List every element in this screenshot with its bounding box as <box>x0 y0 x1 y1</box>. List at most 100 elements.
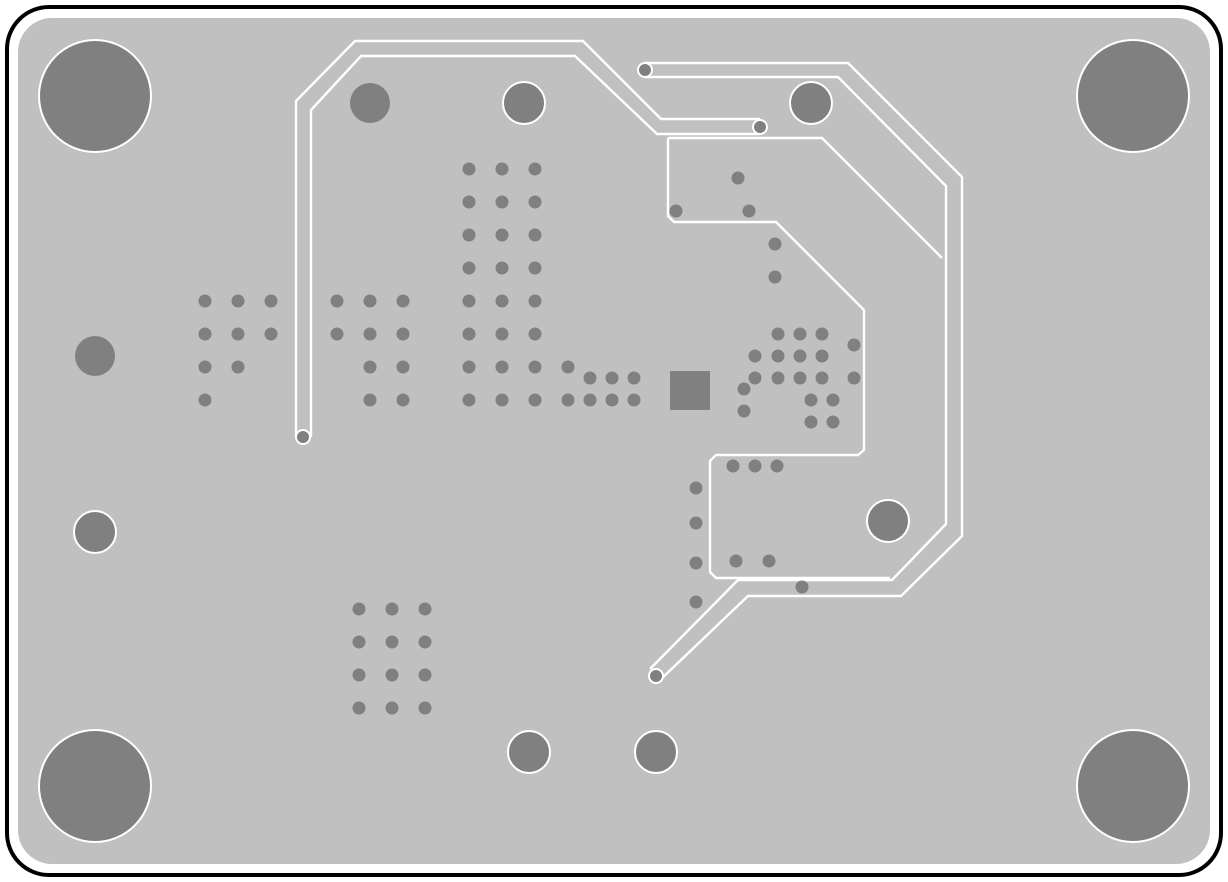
via <box>295 429 311 445</box>
small-via <box>528 360 542 374</box>
small-via <box>528 162 542 176</box>
small-via <box>748 371 762 385</box>
small-via <box>605 393 619 407</box>
small-via <box>352 668 366 682</box>
small-via <box>352 635 366 649</box>
large-via <box>507 730 551 774</box>
small-via <box>396 360 410 374</box>
small-via <box>689 516 703 530</box>
small-via <box>669 204 683 218</box>
small-via <box>462 228 476 242</box>
small-via <box>495 261 509 275</box>
small-via <box>462 195 476 209</box>
trace-top-outer <box>645 61 964 681</box>
small-via <box>231 360 245 374</box>
small-via <box>748 459 762 473</box>
mounting-hole <box>1076 39 1190 153</box>
small-via <box>396 294 410 308</box>
small-via <box>768 237 782 251</box>
large-vias <box>73 81 910 774</box>
small-via <box>731 171 745 185</box>
small-via <box>495 327 509 341</box>
small-via <box>352 701 366 715</box>
trace-left-outer <box>294 39 760 437</box>
small-via <box>793 327 807 341</box>
small-via <box>330 327 344 341</box>
small-via <box>385 635 399 649</box>
small-via <box>726 459 740 473</box>
small-via <box>583 393 597 407</box>
small-via <box>385 602 399 616</box>
small-via <box>528 327 542 341</box>
small-via <box>363 327 377 341</box>
small-via <box>495 294 509 308</box>
small-via <box>396 393 410 407</box>
small-via <box>815 327 829 341</box>
small-via <box>815 371 829 385</box>
small-via <box>363 393 377 407</box>
trace-outlines <box>294 39 964 681</box>
via <box>752 119 768 135</box>
small-via <box>352 602 366 616</box>
copper-pour <box>18 18 1210 864</box>
small-via <box>330 294 344 308</box>
small-via <box>528 393 542 407</box>
small-via <box>495 228 509 242</box>
small-via <box>495 162 509 176</box>
small-via <box>528 261 542 275</box>
small-via <box>804 393 818 407</box>
small-via <box>231 327 245 341</box>
trace-left-inner <box>309 54 760 437</box>
large-via <box>350 83 390 123</box>
small-via <box>771 327 785 341</box>
small-via <box>729 554 743 568</box>
small-via <box>418 701 432 715</box>
small-via <box>462 261 476 275</box>
small-via <box>418 635 432 649</box>
pour-island <box>666 136 943 580</box>
small-via <box>396 327 410 341</box>
large-via <box>73 510 117 554</box>
small-via <box>742 204 756 218</box>
small-via <box>826 415 840 429</box>
small-via <box>418 668 432 682</box>
small-via <box>847 371 861 385</box>
large-via <box>634 730 678 774</box>
small-via <box>528 195 542 209</box>
small-via <box>462 360 476 374</box>
small-via <box>804 415 818 429</box>
small-via <box>795 580 809 594</box>
small-via <box>528 228 542 242</box>
small-via <box>385 701 399 715</box>
small-vias <box>198 162 861 715</box>
thermal-pad <box>670 371 710 410</box>
trace-end-vias <box>295 62 768 684</box>
small-via <box>231 294 245 308</box>
large-via <box>866 499 910 543</box>
small-via <box>583 371 597 385</box>
mounting-holes <box>38 39 1190 843</box>
small-via <box>495 393 509 407</box>
small-via <box>528 294 542 308</box>
small-via <box>462 294 476 308</box>
small-via <box>847 338 861 352</box>
small-via <box>627 371 641 385</box>
small-via <box>793 349 807 363</box>
small-via <box>462 327 476 341</box>
small-via <box>385 668 399 682</box>
large-via <box>75 336 115 376</box>
small-via <box>770 459 784 473</box>
large-via <box>502 81 546 125</box>
small-via <box>771 349 785 363</box>
small-via <box>462 162 476 176</box>
small-via <box>198 327 212 341</box>
small-via <box>462 393 476 407</box>
small-via <box>771 371 785 385</box>
mounting-hole <box>38 39 152 153</box>
mounting-hole <box>38 729 152 843</box>
small-via <box>689 481 703 495</box>
small-via <box>689 595 703 609</box>
small-via <box>198 294 212 308</box>
small-via <box>815 349 829 363</box>
